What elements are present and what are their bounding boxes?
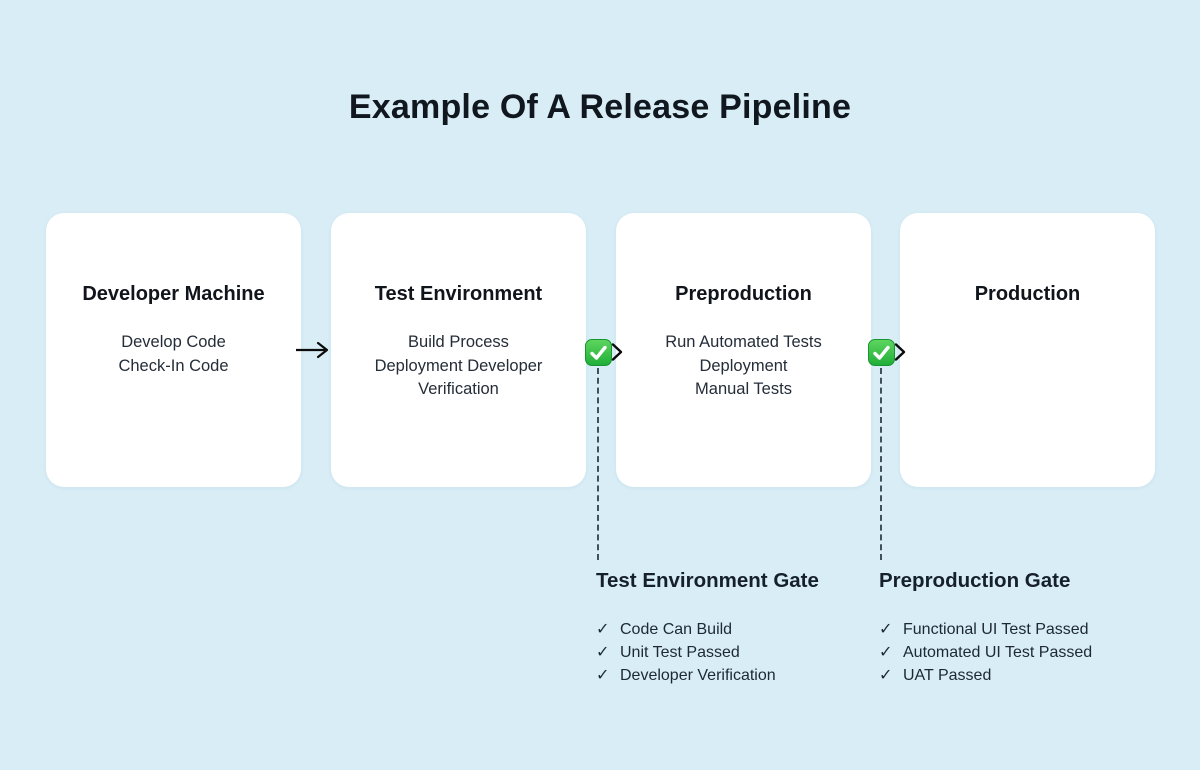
check-icon: ✓	[879, 621, 893, 638]
gate-dashed-connector	[880, 368, 882, 560]
gate-block-preproduction: Preproduction Gate ✓ Functional UI Test …	[879, 568, 1154, 687]
stage-step: Develop Code	[121, 333, 226, 351]
gate-check-label: Code Can Build	[620, 621, 733, 638]
stage-steps: Run Automated Tests Deployment Manual Te…	[616, 331, 871, 402]
gate-block-test-environment: Test Environment Gate ✓ Code Can Build ✓…	[596, 568, 871, 687]
stage-steps: Develop Code Check-In Code	[46, 331, 301, 378]
gate-checklist: ✓ Functional UI Test Passed ✓ Automated …	[879, 618, 1154, 687]
page-title: Example Of A Release Pipeline	[348, 88, 852, 126]
stage-step: Deployment Developer	[374, 356, 543, 375]
gate-check-label: Functional UI Test Passed	[903, 621, 1089, 638]
gate-check-label: Automated UI Test Passed	[903, 644, 1093, 661]
gate-check-item: ✓ Functional UI Test Passed	[879, 618, 1154, 641]
gate-checklist: ✓ Code Can Build ✓ Unit Test Passed ✓ De…	[596, 618, 871, 687]
gate-check-label: Developer Verification	[620, 667, 776, 684]
arrowhead-right-icon	[611, 343, 623, 361]
stage-title: Production	[974, 283, 1081, 305]
gate-title: Test Environment Gate	[596, 569, 819, 592]
gate-check-item: ✓ Automated UI Test Passed	[879, 641, 1154, 664]
gate-check-label: Unit Test Passed	[620, 644, 740, 661]
gate-check-item: ✓ Unit Test Passed	[596, 641, 871, 664]
check-icon: ✓	[879, 644, 893, 661]
gate-title: Preproduction Gate	[879, 569, 1071, 592]
stage-box-preproduction: Preproduction Run Automated Tests Deploy…	[616, 213, 871, 487]
green-check-gate-icon	[585, 339, 612, 366]
stage-step: Verification	[418, 380, 499, 398]
arrowhead-right-icon	[894, 343, 906, 361]
stage-step: Deployment	[699, 356, 788, 375]
green-check-gate-icon	[868, 339, 895, 366]
check-icon: ✓	[596, 667, 610, 684]
check-icon: ✓	[879, 667, 893, 684]
gate-check-item: ✓ Code Can Build	[596, 618, 871, 641]
stage-step: Check-In Code	[118, 356, 229, 375]
stage-box-test-environment: Test Environment Build Process Deploymen…	[331, 213, 586, 487]
gate-check-item: ✓ Developer Verification	[596, 664, 871, 687]
gate-check-item: ✓ UAT Passed	[879, 664, 1154, 687]
stage-step: Run Automated Tests	[665, 333, 822, 351]
gate-check-label: UAT Passed	[903, 667, 992, 684]
stage-steps: Build Process Deployment Developer Verif…	[331, 331, 586, 402]
stage-box-developer-machine: Developer Machine Develop Code Check-In …	[46, 213, 301, 487]
arrow-right-icon	[296, 341, 329, 359]
gate-dashed-connector	[597, 368, 599, 560]
check-icon: ✓	[596, 644, 610, 661]
stage-title: Test Environment	[374, 283, 543, 305]
stage-step: Build Process	[408, 333, 509, 351]
check-icon: ✓	[596, 621, 610, 638]
stage-step: Manual Tests	[695, 380, 792, 398]
stage-box-production: Production	[900, 213, 1155, 487]
stage-title: Developer Machine	[82, 283, 265, 305]
stage-title: Preproduction	[675, 283, 812, 305]
